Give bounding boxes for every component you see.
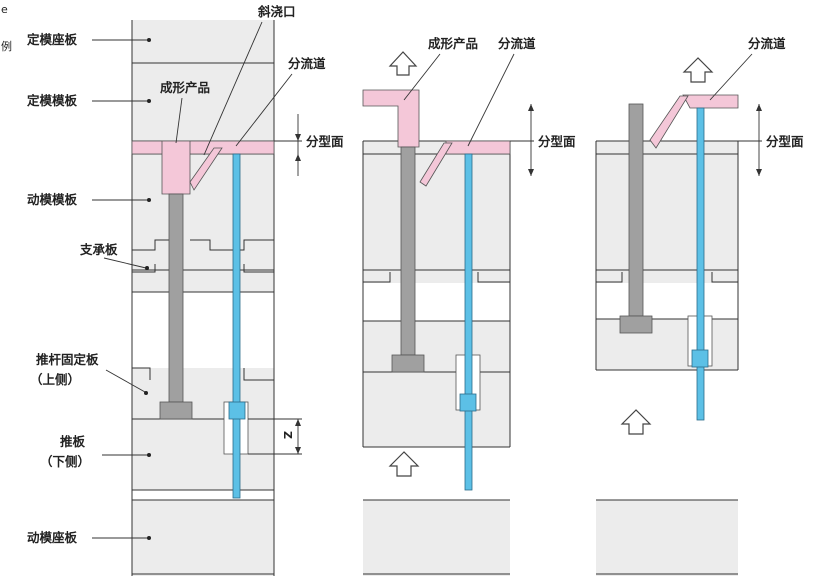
label-moving-cavity-plate: 动模模板 xyxy=(27,192,78,207)
panel2-parting-label: 分型面 xyxy=(538,134,576,149)
label-fixed-clamp-plate: 定模座板 xyxy=(26,32,78,47)
panel-3-runner-ejected: 分型面 分流道 xyxy=(595,36,804,576)
left-plate-labels: 定模座板 定模模板 动模模板 支承板 推杆固定板 （上侧） 推板 （下侧） 动模… xyxy=(26,32,151,545)
panel1-ejector-pin-head xyxy=(159,401,193,420)
panel3-up-arrow-top xyxy=(682,57,714,83)
panel1-runner xyxy=(131,140,275,155)
panel2-runner xyxy=(445,140,511,155)
panel3-clamp-plate xyxy=(596,500,738,576)
label-fixed-cavity-plate: 定模模板 xyxy=(26,93,78,108)
panel2-runner-label: 分流道 xyxy=(498,36,536,51)
panel2-gate xyxy=(419,142,453,187)
cropped-text-bottom: 例 xyxy=(1,39,12,53)
panel1-runner-label: 分流道 xyxy=(288,56,326,71)
panel3-up-arrow-bottom xyxy=(620,409,652,435)
panel1-runner-pin xyxy=(232,153,241,499)
panel-1-closed-mold: Z 分型面 斜浇口 分流道 成形产品 定模座板 定模模板 动模模板 支承板 推杆… xyxy=(26,4,344,576)
panel3-runner xyxy=(682,94,739,109)
panel1-gate xyxy=(189,147,223,191)
panel2-up-arrow-bottom xyxy=(388,451,420,477)
cropped-text-top: e xyxy=(1,3,8,16)
panel1-z-label: Z xyxy=(281,431,294,439)
panel3-ejector-pin xyxy=(628,103,644,317)
panel2-up-arrow-top xyxy=(388,51,418,76)
panel3-runner-label: 分流道 xyxy=(748,36,786,51)
panel1-ejector-pin xyxy=(168,193,184,403)
panel2-runner-pin-head xyxy=(459,393,477,412)
panel1-gate-label: 斜浇口 xyxy=(257,4,296,19)
panel3-plate-background xyxy=(596,141,738,370)
label-ejector-plate: 推板 xyxy=(60,434,86,449)
panel3-runner-pin xyxy=(696,107,705,421)
panel1-parting-label: 分型面 xyxy=(306,134,344,149)
label-moving-clamp-plate: 动模座板 xyxy=(27,530,78,545)
panel2-product-label: 成形产品 xyxy=(428,36,478,51)
panel2-ejector-pin-head xyxy=(391,354,425,373)
panel3-parting-label: 分型面 xyxy=(766,134,804,149)
label-ejector-plate-sub: （下侧） xyxy=(40,454,90,469)
panel1-product xyxy=(161,140,191,195)
panel3-gate xyxy=(649,95,689,149)
label-support-plate: 支承板 xyxy=(79,242,118,257)
panel2-runner-pin xyxy=(464,153,473,491)
panel-2-ejecting: 分型面 成形产品 分流道 xyxy=(362,36,576,576)
panel3-runner-pin-head xyxy=(691,349,709,368)
label-ejector-retainer-sub: （上侧） xyxy=(30,372,80,387)
panel2-product xyxy=(362,89,420,148)
panel2-clamp-plate xyxy=(363,500,510,576)
panel2-ejector-pin xyxy=(400,146,416,356)
panel1-runner-pin-head xyxy=(228,401,246,420)
panel3-ejector-pin-head xyxy=(619,315,653,334)
label-ejector-retainer-plate: 推杆固定板 xyxy=(36,352,99,367)
panel1-product-label: 成形产品 xyxy=(160,80,210,95)
